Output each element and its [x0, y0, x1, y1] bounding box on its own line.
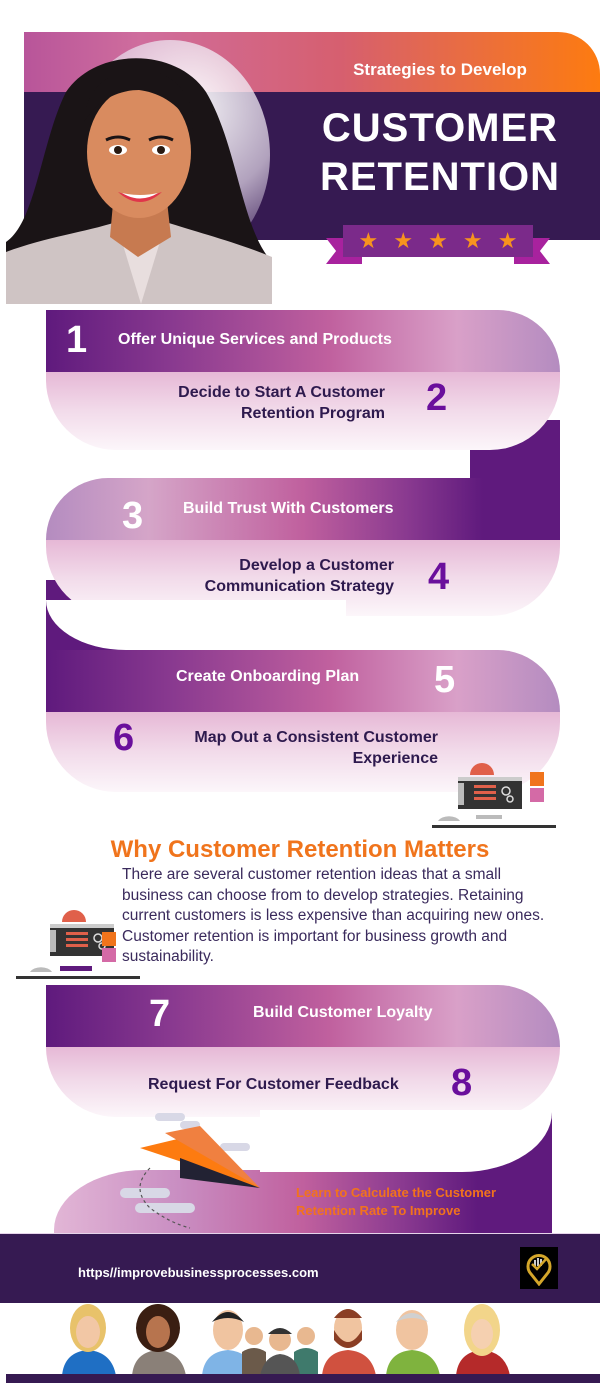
cta-line1: Learn to Calculate the Customer [296, 1185, 497, 1200]
step-7-band [46, 985, 560, 1047]
computer-gears-illustration-2 [16, 910, 140, 979]
step-3-number: 3 [122, 495, 144, 537]
rating-ribbon: ★ ★ ★ ★ ★ [343, 225, 533, 257]
cta-link[interactable]: Learn to Calculate the Customer Retentio… [296, 1184, 496, 1220]
header-title-line2: RETENTION [319, 155, 561, 199]
bottom-bar [6, 1374, 600, 1383]
step-4-label: Develop a Customer Communication Strateg… [150, 555, 394, 597]
step-2-label-line1: Decide to Start A Customer [178, 384, 385, 401]
step-2-number: 2 [426, 377, 448, 419]
step-4-label-line2: Communication Strategy [204, 578, 394, 595]
star-icon: ★ [462, 228, 483, 253]
location-check-icon [526, 1254, 552, 1286]
step-6-label-line1: Map Out a Consistent Customer [194, 729, 438, 746]
step-5-number: 5 [434, 659, 456, 701]
step-5-band [46, 650, 560, 712]
footer-url-link[interactable]: https//improvebusinessprocesses.com [78, 1265, 319, 1280]
step-3-band [46, 478, 560, 540]
step-3-label: Build Trust With Customers [183, 500, 394, 517]
header-title: CUSTOMER RETENTION [290, 104, 590, 202]
connector-cutout [46, 600, 346, 650]
star-icon: ★ [428, 228, 448, 253]
step-1-band [46, 310, 560, 372]
step-7-number: 7 [149, 993, 171, 1035]
brand-logo [520, 1247, 558, 1289]
step-4-number: 4 [428, 556, 450, 598]
step-5-label: Create Onboarding Plan [176, 668, 360, 685]
star-icon: ★ [497, 228, 518, 253]
star-icon: ★ [393, 228, 414, 253]
cta-line2: Retention Rate To Improve [296, 1203, 461, 1218]
step-4-label-line1: Develop a Customer [239, 557, 394, 574]
step-1-label: Offer Unique Services and Products [118, 331, 392, 348]
paper-plane-illustration [120, 1113, 260, 1229]
step-2-label: Decide to Start A Customer Retention Pro… [140, 382, 385, 424]
step-6-number: 6 [113, 717, 135, 759]
why-section-title: Why Customer Retention Matters [110, 836, 490, 863]
header-title-line1: CUSTOMER [321, 106, 559, 150]
star-icon: ★ [358, 228, 379, 253]
step-2-label-line2: Retention Program [240, 405, 385, 422]
step-8-number: 8 [451, 1062, 473, 1104]
cta-cutout [260, 1110, 552, 1172]
step-1-number: 1 [66, 319, 88, 361]
step-6-label-line2: Experience [352, 750, 438, 767]
step-8-label: Request For Customer Feedback [148, 1076, 399, 1093]
footer-bar [0, 1233, 600, 1303]
computer-gears-illustration [432, 763, 556, 828]
step-2-band [46, 372, 560, 450]
why-section-body: There are several customer retention ide… [122, 866, 545, 965]
step-7-label: Build Customer Loyalty [253, 1004, 433, 1021]
cta-band [54, 1170, 552, 1233]
step-8-band [46, 1047, 560, 1117]
customers-group-illustration [62, 1304, 510, 1376]
header-subtitle: Strategies to Develop [353, 60, 527, 79]
woman-portrait-illustration [6, 58, 272, 304]
step-6-label: Map Out a Consistent Customer Experience [160, 727, 438, 769]
